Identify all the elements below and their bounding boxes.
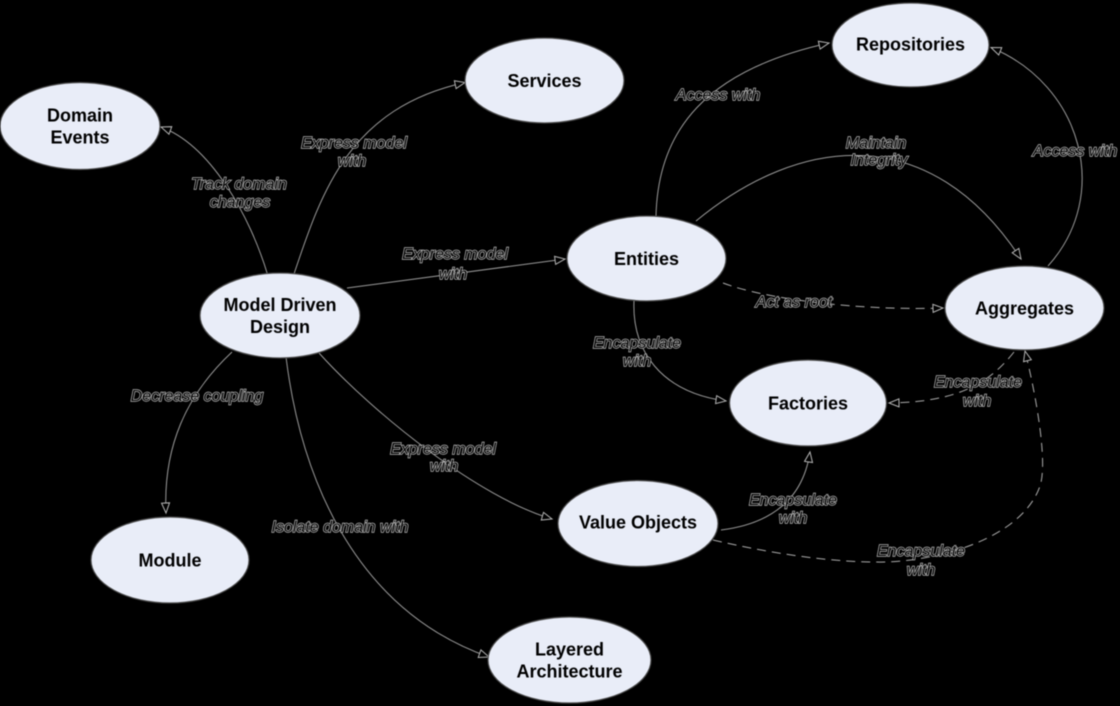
svg-text:with: with: [338, 153, 367, 170]
svg-text:Encapsulate: Encapsulate: [934, 374, 1022, 391]
svg-text:Access with: Access with: [675, 87, 761, 104]
svg-text:Module: Module: [139, 551, 202, 571]
svg-text:Act as root: Act as root: [755, 294, 833, 311]
svg-text:Encapsulate: Encapsulate: [749, 492, 837, 509]
svg-text:Aggregates: Aggregates: [975, 299, 1074, 319]
svg-text:Layered: Layered: [535, 640, 604, 660]
svg-text:Express model: Express model: [402, 246, 508, 263]
svg-text:Encapsulate: Encapsulate: [877, 543, 965, 560]
svg-text:Integrity: Integrity: [851, 152, 909, 169]
svg-text:Isolate domain with: Isolate domain with: [272, 519, 409, 536]
svg-text:Access with: Access with: [1032, 143, 1118, 160]
svg-text:Maintain: Maintain: [846, 135, 907, 152]
svg-text:changes: changes: [210, 194, 271, 211]
svg-text:with: with: [779, 510, 808, 527]
svg-text:Decrease coupling: Decrease coupling: [131, 388, 264, 405]
svg-text:Architecture: Architecture: [516, 662, 622, 682]
svg-text:Factories: Factories: [768, 394, 848, 414]
svg-text:Encapsulate: Encapsulate: [593, 335, 681, 352]
svg-text:Services: Services: [507, 71, 581, 91]
svg-text:Model Driven: Model Driven: [223, 295, 336, 315]
svg-text:with: with: [907, 562, 936, 579]
svg-text:with: with: [439, 266, 468, 283]
svg-text:with: with: [963, 393, 992, 410]
svg-text:Entities: Entities: [614, 249, 679, 269]
svg-text:Design: Design: [250, 317, 310, 337]
svg-text:Domain: Domain: [47, 106, 113, 126]
svg-text:Express model: Express model: [390, 441, 496, 458]
svg-text:Events: Events: [50, 128, 109, 148]
svg-text:with: with: [430, 458, 459, 475]
svg-text:Repositories: Repositories: [856, 35, 965, 55]
svg-text:with: with: [623, 353, 652, 370]
svg-text:Track domain: Track domain: [191, 176, 287, 193]
svg-text:Express model: Express model: [301, 135, 407, 152]
svg-text:Value Objects: Value Objects: [579, 513, 697, 533]
